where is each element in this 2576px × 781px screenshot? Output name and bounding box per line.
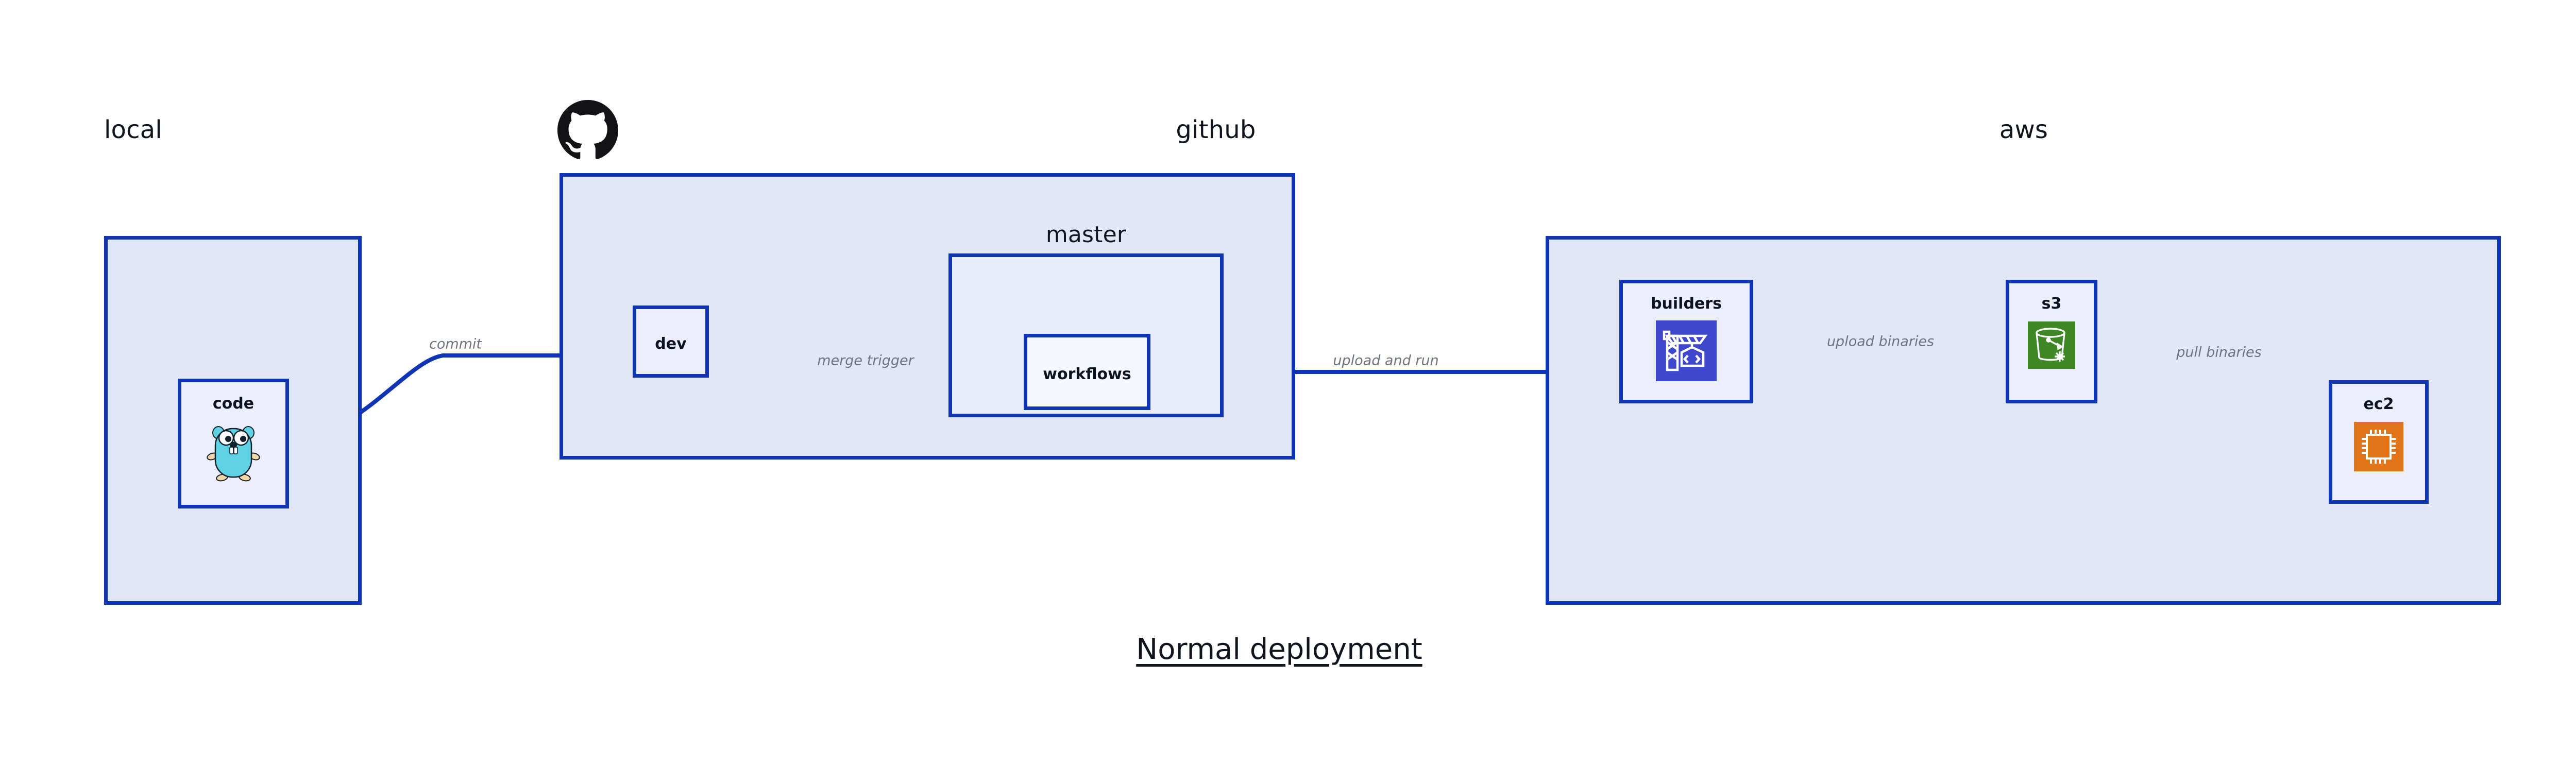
- group-label-local: local: [104, 115, 162, 144]
- aws-s3-bucket-icon: [2028, 321, 2075, 369]
- node-label-ec2: ec2: [2363, 395, 2394, 413]
- node-label-code: code: [212, 395, 255, 413]
- edge-label-merge-trigger: merge trigger: [814, 353, 917, 368]
- group-label-github: github: [1176, 115, 1256, 144]
- node-box-ec2[interactable]: ec2: [2329, 380, 2429, 504]
- edge-label-upload-and-run: upload and run: [1330, 353, 1442, 368]
- node-box-workflows[interactable]: workflows: [1024, 334, 1150, 410]
- edge-label-pull-binaries: pull binaries: [2173, 345, 2265, 360]
- group-label-master: master: [1045, 222, 1127, 248]
- github-octocat-logo: [557, 100, 618, 161]
- node-box-builders[interactable]: builders: [1619, 280, 1753, 403]
- node-label-dev: dev: [655, 335, 687, 353]
- edge-label-upload-binaries: upload binaries: [1823, 334, 1938, 349]
- node-box-dev[interactable]: dev: [633, 305, 709, 378]
- node-box-s3[interactable]: s3: [2006, 280, 2097, 403]
- node-label-builders: builders: [1651, 295, 1722, 313]
- edge-label-commit: commit: [426, 337, 485, 351]
- node-box-code[interactable]: code: [178, 379, 289, 508]
- go-gopher-icon: [205, 420, 262, 482]
- node-label-s3: s3: [2041, 295, 2062, 313]
- diagram-title: Normal deployment: [1136, 633, 1422, 666]
- aws-ec2-chip-icon: [2354, 422, 2403, 471]
- aws-codebuild-crane-icon: [1656, 320, 1717, 381]
- group-label-aws: aws: [1999, 115, 2048, 144]
- node-label-workflows: workflows: [1043, 365, 1131, 383]
